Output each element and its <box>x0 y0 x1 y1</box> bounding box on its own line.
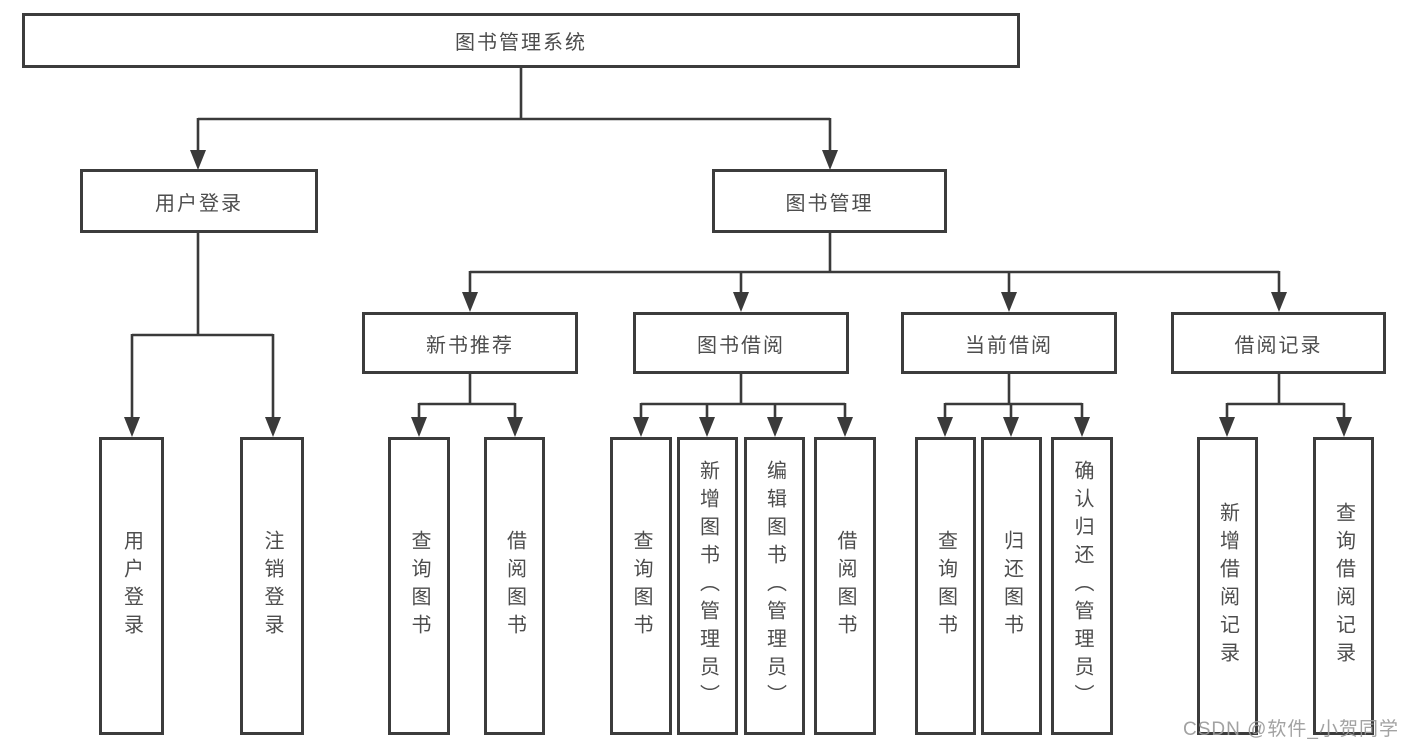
node-user-login: 用户登录 <box>80 169 318 233</box>
node-borrow-records: 借阅记录 <box>1171 312 1386 374</box>
leaf-add-borrow-record: 新增借阅记录 <box>1197 437 1258 735</box>
csdn-watermark: CSDN @软件_小贺同学 <box>1183 719 1399 740</box>
leaf-confirm-return-admin: 确认归还（管理员） <box>1051 437 1113 735</box>
leaf-edit-books-admin: 编辑图书（管理员） <box>744 437 805 735</box>
node-book-borrow: 图书借阅 <box>633 312 849 374</box>
leaf-return-books: 归还图书 <box>981 437 1042 735</box>
node-current-borrow: 当前借阅 <box>901 312 1117 374</box>
node-new-book-recommend: 新书推荐 <box>362 312 578 374</box>
node-library-management-system: 图书管理系统 <box>22 13 1020 68</box>
leaf-logout: 注销登录 <box>240 437 304 735</box>
leaf-user-login: 用户登录 <box>99 437 164 735</box>
leaf-query-books: 查询图书 <box>610 437 672 735</box>
leaf-query-borrow-record: 查询借阅记录 <box>1313 437 1374 735</box>
leaf-borrow-books-recommend: 借阅图书 <box>484 437 545 735</box>
leaf-add-books-admin: 新增图书（管理员） <box>677 437 738 735</box>
leaf-query-books-current: 查询图书 <box>915 437 976 735</box>
leaf-borrow-books: 借阅图书 <box>814 437 876 735</box>
node-book-management: 图书管理 <box>712 169 947 233</box>
arrowheads <box>124 150 1352 437</box>
leaf-query-books-recommend: 查询图书 <box>388 437 450 735</box>
